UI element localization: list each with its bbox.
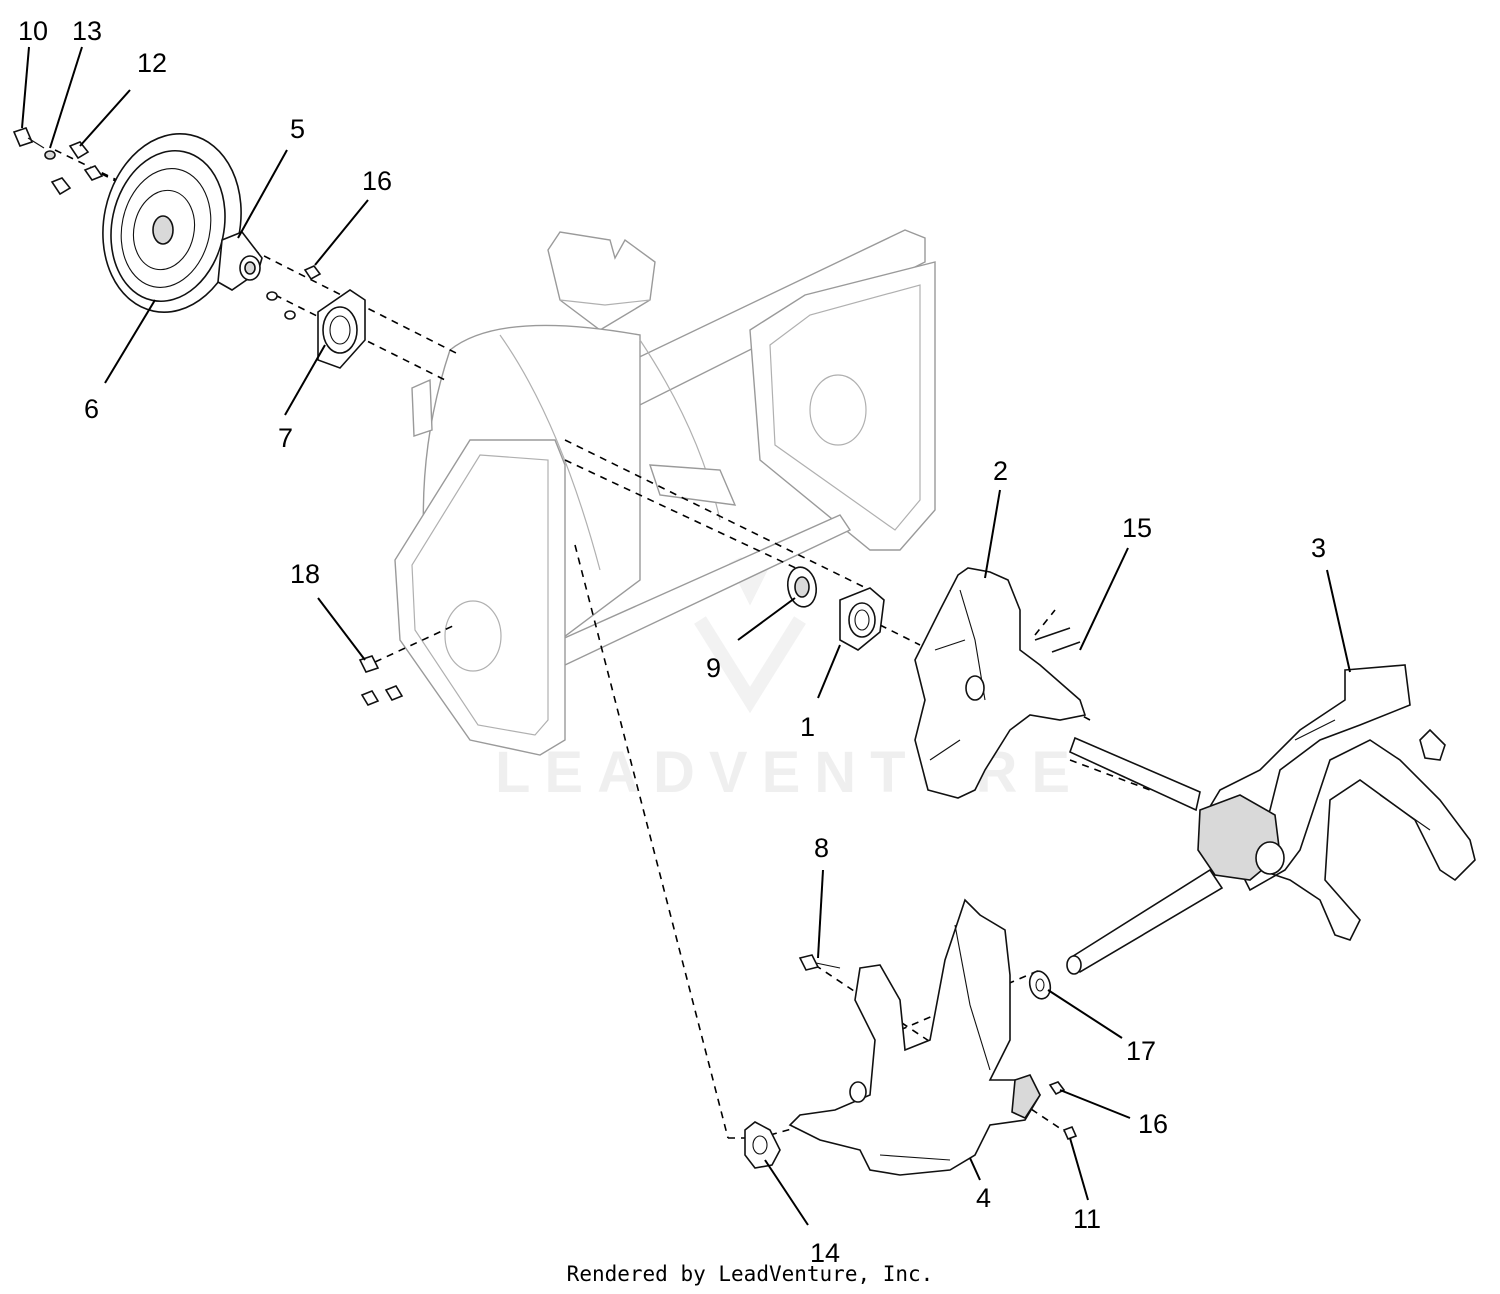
callout-4: 4	[976, 1183, 991, 1213]
callout-17: 17	[1126, 1036, 1156, 1066]
callout-8: 8	[814, 833, 829, 863]
auger-shaft	[1066, 736, 1224, 975]
hub-part-5	[217, 231, 263, 291]
auger-right-part-3	[1197, 664, 1476, 941]
callout-16-top: 16	[362, 166, 392, 196]
callout-12: 12	[137, 48, 167, 78]
bolts-part-18	[358, 655, 404, 706]
flange-part-7	[317, 289, 366, 369]
callout-11: 11	[1073, 1204, 1101, 1234]
callout-10: 10	[18, 16, 48, 46]
auger-left-part-4	[788, 898, 1042, 1176]
flange-part-1	[839, 587, 885, 651]
callout-labels: 10 13 12 5 16 6 7 18 2 15 3 9 1 8 17 16 …	[18, 16, 1326, 1268]
callout-14: 14	[810, 1238, 840, 1268]
bearing-part-9	[786, 566, 818, 608]
leader-lines	[21, 46, 1351, 1226]
auger-housing	[394, 229, 936, 756]
callout-16-bottom: 16	[1138, 1109, 1168, 1139]
callout-1: 1	[800, 712, 815, 742]
callout-2: 2	[993, 456, 1008, 486]
callout-9: 9	[706, 653, 721, 683]
callout-7: 7	[278, 423, 293, 453]
hardware-top-left	[12, 127, 322, 320]
callout-5: 5	[290, 114, 305, 144]
footer-credit: Rendered by LeadVenture, Inc.	[566, 1262, 934, 1286]
callout-18: 18	[290, 559, 320, 589]
callout-3: 3	[1311, 533, 1326, 563]
pins-part-15	[1034, 627, 1081, 653]
callout-6: 6	[84, 394, 99, 424]
impeller-part-2	[914, 567, 1087, 799]
callout-15: 15	[1122, 513, 1152, 543]
pulley-part-6	[102, 133, 242, 313]
callout-13: 13	[72, 16, 102, 46]
